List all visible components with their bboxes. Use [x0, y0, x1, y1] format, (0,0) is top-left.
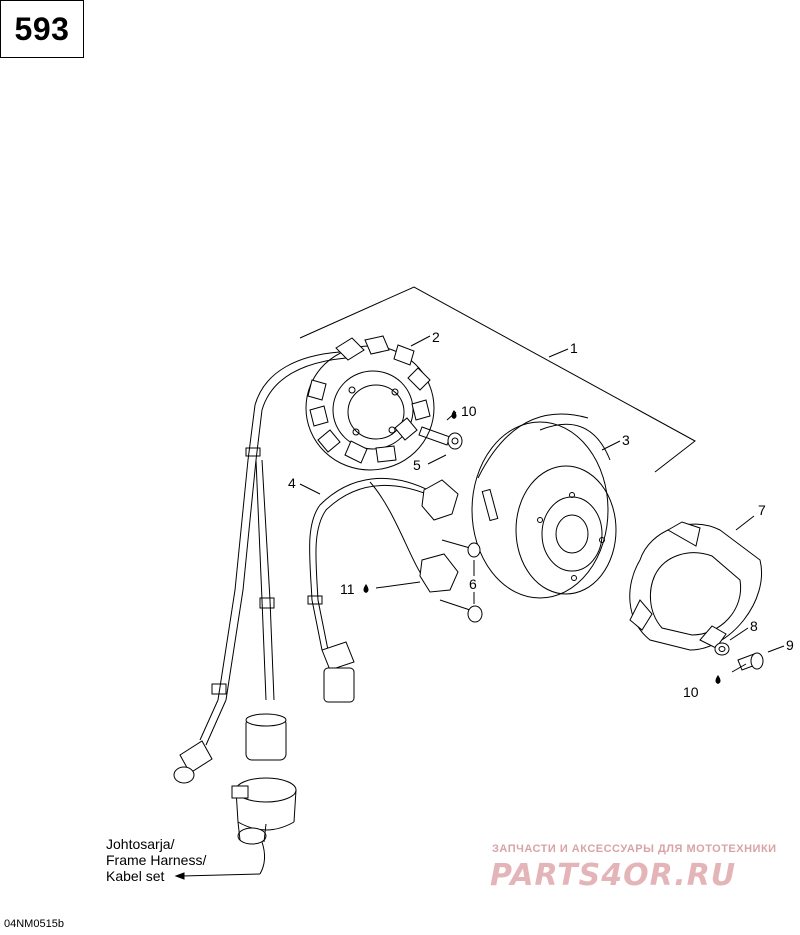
item-11-leader [375, 581, 421, 589]
item-2-leader [410, 335, 431, 347]
trigger-harness [307, 477, 459, 703]
callout-5: 5 [413, 457, 421, 473]
stator [305, 335, 435, 471]
stator-screw [418, 426, 463, 450]
callout-11: 11 [340, 581, 355, 597]
trigger-screws [439, 539, 483, 623]
item-8-leader [729, 627, 749, 641]
watermark-tagline: ЗАПЧАСТИ И АКСЕССУАРЫ ДЛЯ МОТОТЕХНИКИ [492, 843, 777, 855]
threadlocker-drop-icon [363, 584, 369, 593]
callout-2: 2 [432, 329, 440, 345]
item-3-leader [601, 440, 621, 451]
starter-ring [629, 521, 762, 651]
callout-10-lower: 10 [683, 684, 699, 700]
washer [714, 642, 730, 656]
callout-9: 9 [786, 637, 794, 653]
threadlocker-drop-icon [451, 410, 457, 419]
frame-harness-label: Johtosarja/ Frame Harness/ Kabel set [106, 836, 206, 884]
callout-4: 4 [288, 475, 296, 491]
page-number: 593 [14, 10, 70, 47]
item-9-leader [767, 645, 785, 653]
harness-label-line-1: Johtosarja/ [106, 836, 175, 852]
item-4-leader [299, 483, 321, 495]
harness-label-leader [181, 873, 261, 877]
callout-7: 7 [758, 502, 766, 518]
bolt [737, 652, 764, 671]
callout-8: 8 [750, 618, 758, 634]
stator-harness [173, 351, 347, 845]
callout-1: 1 [570, 340, 578, 356]
callout-10-upper: 10 [461, 403, 477, 419]
watermark-logo: PARTS4OR.RU [490, 858, 737, 893]
item-1-bracket [299, 286, 696, 473]
item-1-leader [548, 348, 569, 358]
callout-3: 3 [622, 432, 630, 448]
item-7-leader [735, 515, 755, 531]
callout-6: 6 [469, 576, 477, 592]
flywheel [471, 413, 617, 599]
page-number-box: 593 [0, 0, 84, 58]
threadlocker-drop-icon [715, 675, 721, 684]
harness-label-line-2: Frame Harness/ [106, 852, 207, 868]
item-10b-leader [731, 663, 747, 673]
harness-label-line-3: Kabel set [106, 868, 165, 884]
item-5-leader [427, 454, 447, 465]
drawing-code: 04NM0515b [4, 918, 64, 930]
